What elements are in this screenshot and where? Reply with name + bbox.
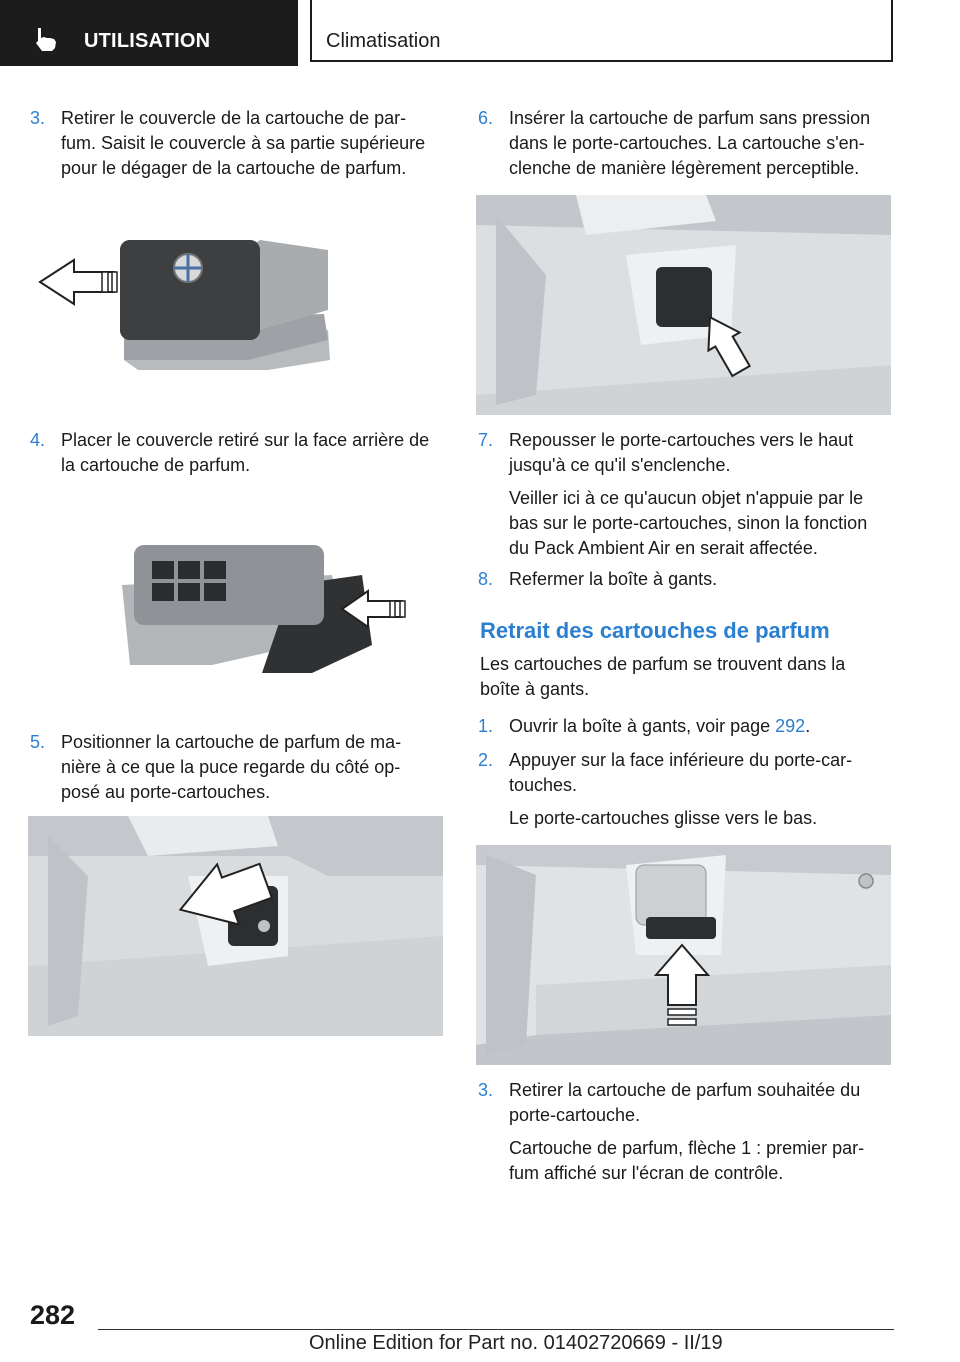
step-number: 3. bbox=[30, 108, 46, 128]
chapter-tab: Climatisation bbox=[310, 0, 893, 62]
page-number: 282 bbox=[30, 1300, 76, 1330]
step-text: Appuyer sur la face inférieure du porte-… bbox=[509, 750, 853, 795]
removal-step-2-note: Le porte-cartouches glisse vers le bas. bbox=[509, 808, 818, 828]
step-number: 1. bbox=[478, 716, 494, 736]
figure-position-cartridge bbox=[28, 816, 443, 1036]
step-number: 5. bbox=[30, 732, 46, 752]
header-section-tab: UTILISATION bbox=[0, 0, 298, 66]
step-number: 6. bbox=[478, 108, 494, 128]
step-text: Repousser le porte-cartouches vers le ha… bbox=[509, 430, 854, 475]
section-title: UTILISATION bbox=[84, 30, 211, 52]
intro-paragraph: Les cartouches de parfum se trouvent dan… bbox=[480, 654, 846, 699]
step-text: Ouvrir la boîte à gants, voir page 292. bbox=[509, 714, 893, 739]
figure-place-cover bbox=[112, 525, 420, 685]
step-7-note: Veiller ici à ce qu'aucun objet n'appuie… bbox=[509, 488, 868, 558]
step-text: Retirer la cartouche de parfum souhaitée… bbox=[509, 1080, 861, 1125]
footer-edition: Online Edition for Part no. 01402720669 … bbox=[309, 1332, 723, 1354]
step-text: Retirer le couvercle de la cartouche de … bbox=[61, 108, 426, 178]
section-heading: Retrait des cartouches de parfum bbox=[480, 618, 830, 643]
step-number: 4. bbox=[30, 430, 46, 450]
step-number: 2. bbox=[478, 750, 494, 770]
step-text-before: Ouvrir la boîte à gants, voir page bbox=[509, 716, 776, 736]
step-text-after: . bbox=[805, 716, 811, 736]
removal-step-3-note: Cartouche de parfum, flèche 1 : premier … bbox=[509, 1138, 865, 1183]
figure-insert-cartridge bbox=[476, 195, 891, 415]
chapter-title: Climatisation bbox=[326, 30, 441, 52]
step-text: Positionner la cartouche de parfum de ma… bbox=[61, 732, 402, 802]
step-text: Insérer la cartouche de parfum sans pres… bbox=[509, 108, 871, 178]
step-number: 8. bbox=[478, 569, 494, 589]
step-text: Placer le couvercle retiré sur la face a… bbox=[61, 430, 430, 475]
page-link[interactable]: 292 bbox=[775, 716, 806, 736]
step-number: 3. bbox=[478, 1080, 494, 1100]
figure-press-holder bbox=[476, 845, 891, 1065]
footer-divider bbox=[98, 1329, 894, 1330]
hand-pointer-icon bbox=[36, 28, 56, 51]
figure-remove-cover bbox=[28, 210, 438, 390]
step-number: 7. bbox=[478, 430, 494, 450]
step-text: Refermer la boîte à gants. bbox=[509, 569, 718, 589]
